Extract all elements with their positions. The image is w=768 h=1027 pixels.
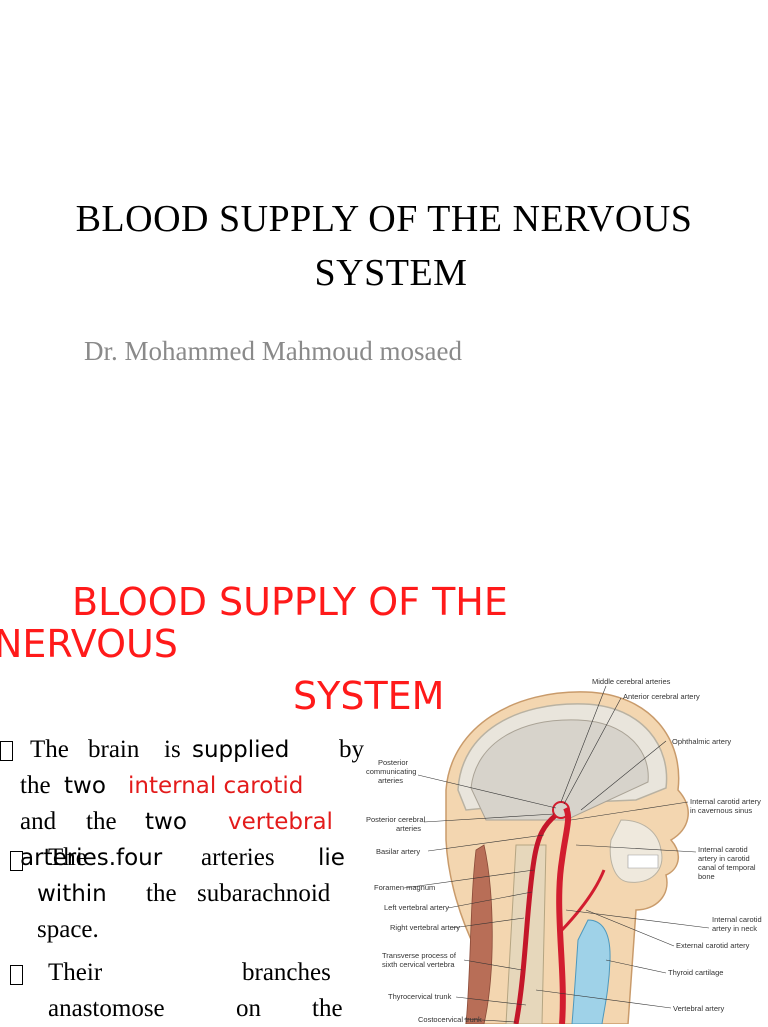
slide-title-line-2: SYSTEM bbox=[314, 252, 468, 294]
label-middle-cerebral: Middle cerebral arteries bbox=[592, 677, 671, 686]
label-ica-neck-1: Internal carotid bbox=[712, 915, 762, 924]
bullet-marker bbox=[0, 741, 13, 761]
label-ica-cavernous-1: Internal carotid artery bbox=[690, 797, 761, 806]
word: is bbox=[164, 736, 181, 763]
word: branches bbox=[242, 959, 331, 986]
word: on bbox=[236, 995, 261, 1022]
slide2-title-line-2: NERVOUS bbox=[0, 622, 178, 666]
word: lie bbox=[318, 845, 345, 871]
bullet-marker bbox=[10, 965, 23, 985]
label-external-carotid: External carotid artery bbox=[676, 941, 750, 950]
word: two bbox=[145, 809, 187, 835]
slide2-title-line-1: BLOOD SUPPLY OF THE bbox=[72, 580, 508, 624]
label-vertebral-artery: Vertebral artery bbox=[673, 1004, 725, 1013]
word: vertebral bbox=[228, 809, 333, 835]
label-right-vertebral: Right vertebral artery bbox=[390, 923, 460, 932]
label-basilar: Basilar artery bbox=[376, 847, 420, 856]
word: two bbox=[64, 773, 106, 799]
word: arteries. bbox=[20, 845, 117, 871]
label-ica-canal-1: Internal carotid bbox=[698, 845, 748, 854]
word: space. bbox=[37, 916, 99, 943]
label-posterior-comm-3: arteries bbox=[378, 776, 403, 785]
label-ophthalmic: Ophthalmic artery bbox=[672, 737, 731, 746]
bullet-marker bbox=[10, 851, 23, 871]
label-posterior-comm-1: Posterior bbox=[378, 758, 409, 767]
label-ica-neck-2: artery in neck bbox=[712, 924, 757, 933]
author-name: Dr. Mohammed Mahmoud mosaed bbox=[84, 336, 462, 366]
word: the bbox=[146, 880, 177, 907]
label-posterior-cerebral-1: Posterior cerebral bbox=[366, 815, 426, 824]
word: internal carotid bbox=[128, 773, 304, 799]
label-costocervical: Costocervical trunk bbox=[418, 1015, 482, 1024]
word: anastomose bbox=[48, 995, 165, 1022]
word: four bbox=[116, 845, 163, 871]
slide-title: BLOOD SUPPLY OF THE NERVOUS SYSTEM bbox=[0, 192, 768, 300]
label-ica-canal-4: bone bbox=[698, 872, 715, 881]
word: Their bbox=[48, 959, 103, 986]
label-thyroid-cartilage: Thyroid cartilage bbox=[668, 968, 723, 977]
word: by bbox=[339, 736, 364, 763]
word: the bbox=[312, 995, 343, 1022]
word: brain bbox=[88, 736, 140, 763]
word: The bbox=[48, 844, 87, 871]
label-posterior-cerebral-2: arteries bbox=[396, 824, 421, 833]
label-transverse-1: Transverse process of bbox=[382, 951, 457, 960]
word: and bbox=[20, 808, 57, 835]
label-ica-canal-2: artery in carotid bbox=[698, 854, 750, 863]
label-foramen-magnum: Foramen magnum bbox=[374, 883, 435, 892]
word: arteries bbox=[201, 844, 275, 871]
word: supplied bbox=[192, 737, 290, 763]
label-ica-cavernous-2: in cavernous sinus bbox=[690, 806, 752, 815]
slide2-title-line-3: SYSTEM bbox=[293, 674, 445, 718]
word: subarachnoid bbox=[197, 880, 331, 907]
label-anterior-cerebral: Anterior cerebral artery bbox=[623, 692, 700, 701]
slide-title-line-1: BLOOD SUPPLY OF THE NERVOUS bbox=[75, 198, 693, 240]
word: the bbox=[86, 808, 117, 835]
label-ica-canal-3: canal of temporal bbox=[698, 863, 756, 872]
label-left-vertebral: Left vertebral artery bbox=[384, 903, 449, 912]
word: within bbox=[37, 881, 107, 907]
word: the bbox=[20, 772, 51, 799]
head-neck-arteries-diagram: Middle cerebral arteries Anterior cerebr… bbox=[366, 677, 762, 1024]
label-thyrocervical: Thyrocervical trunk bbox=[388, 992, 452, 1001]
label-transverse-2: sixth cervical vertebra bbox=[382, 960, 455, 969]
label-posterior-comm-2: communicating bbox=[366, 767, 416, 776]
word: The bbox=[30, 736, 69, 763]
